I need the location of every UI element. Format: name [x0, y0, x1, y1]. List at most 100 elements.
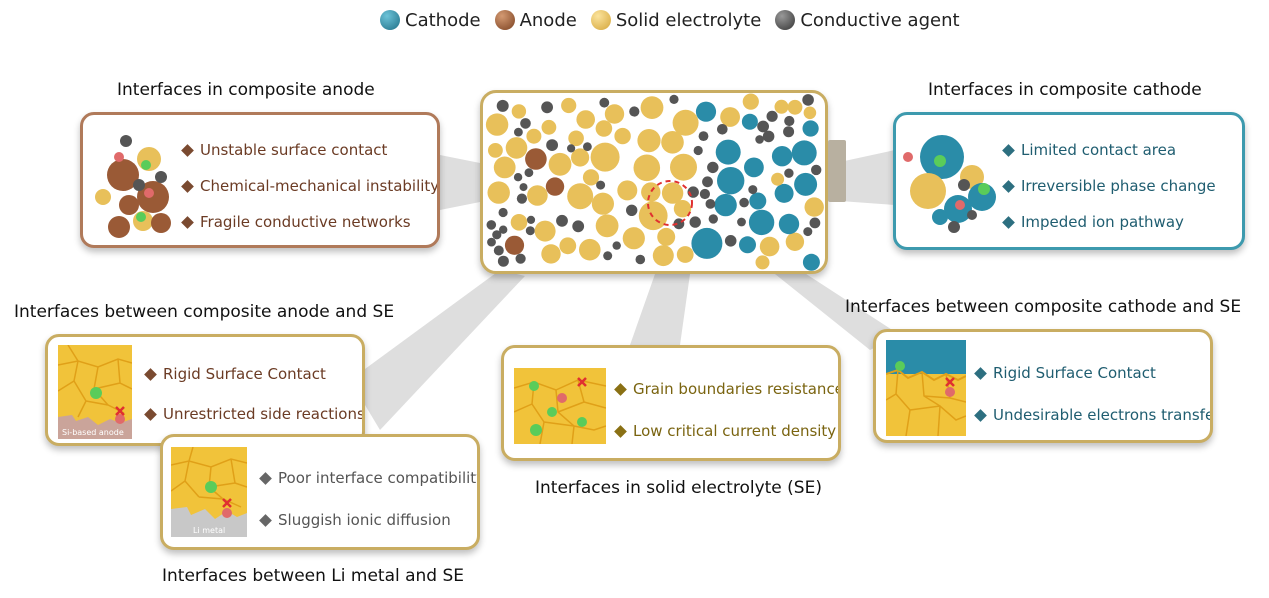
legend-label: Anode [519, 9, 577, 31]
battery-particle [771, 172, 785, 186]
legend-item-agent: Conductive agent [775, 9, 960, 31]
battery-particle [561, 97, 577, 114]
diamond-bullet-icon [614, 424, 627, 438]
diamond-bullet-icon [144, 367, 157, 381]
battery-particle [748, 209, 775, 236]
battery-cell [480, 90, 828, 274]
battery-particle [717, 167, 745, 195]
battery-particle [803, 227, 813, 237]
li-se-grain-image: Li metal [170, 446, 248, 537]
battery-particle [614, 127, 631, 145]
battery-particle [739, 197, 749, 208]
grain-pattern [513, 377, 607, 445]
battery-particle [757, 120, 769, 133]
battery-particle [640, 96, 664, 119]
legend-label: Conductive agent [800, 9, 960, 31]
battery-particle [499, 225, 508, 234]
battery-particle [669, 94, 679, 104]
cathode-swatch-icon [380, 10, 400, 30]
cathode-se-grain-image [885, 340, 967, 437]
battery-particle [802, 120, 819, 137]
cathode-item: Impeded ion pathway [1002, 213, 1184, 231]
diamond-bullet-icon [1002, 215, 1015, 229]
battery-particle [511, 104, 527, 119]
battery-particle [487, 181, 510, 204]
li-se-item: Sluggish ionic diffusion [259, 511, 451, 529]
se-item: Grain boundaries resistance [614, 380, 838, 398]
battery-particle [487, 237, 496, 247]
battery-particle [514, 127, 523, 137]
battery-particle [486, 220, 497, 230]
anode-se-title: Interfaces between composite anode and S… [14, 302, 395, 322]
battery-particle [672, 109, 699, 136]
legend: Cathode Anode Solid electrolyte Conducti… [380, 6, 960, 34]
battery-particle [582, 169, 600, 186]
grain-pattern [57, 344, 133, 439]
grain-pattern [885, 340, 967, 437]
battery-particle [809, 217, 821, 229]
battery-particle [545, 177, 565, 196]
battery-particle [629, 106, 640, 117]
battery-particle [541, 101, 553, 114]
legend-item-anode: Anode [494, 9, 577, 31]
battery-particle [787, 99, 803, 115]
battery-particle [516, 193, 527, 204]
battery-particle [766, 110, 778, 122]
cathode-item: Irreversible phase change [1002, 177, 1216, 195]
beam-cathode-se [770, 270, 900, 350]
battery-particle [579, 238, 601, 261]
battery-particle [717, 124, 728, 135]
cathode-se-item: Rigid Surface Contact [974, 364, 1156, 382]
se-grain-image [513, 368, 607, 445]
battery-particle [661, 182, 684, 204]
battery-particle [525, 226, 535, 236]
battery-particle [737, 217, 746, 227]
battery-particle [742, 93, 759, 110]
battery-particle [596, 180, 606, 190]
battery-particle [673, 200, 692, 218]
battery-particle [714, 193, 737, 217]
battery-particle [556, 214, 568, 227]
battery-particle [590, 142, 620, 172]
battery-particle [739, 236, 756, 254]
battery-particle [541, 244, 561, 264]
battery-particle [546, 139, 558, 151]
battery-particle [534, 220, 556, 242]
legend-label: Cathode [405, 9, 481, 31]
battery-particle [705, 199, 716, 209]
battery-particle [498, 207, 508, 218]
battery-terminal [828, 140, 846, 202]
battery-particle [803, 106, 817, 120]
battery-particle [689, 216, 701, 228]
battery-particle [794, 172, 818, 196]
battery-particle [571, 148, 590, 167]
battery-particle [702, 176, 713, 188]
battery-particle [785, 232, 805, 251]
se-item: Low critical current density [614, 422, 836, 440]
battery-particle [652, 245, 674, 267]
grain-pattern [170, 446, 248, 537]
battery-particle [783, 126, 795, 138]
cathode-se-box: Rigid Surface Contact Undesirable electr… [873, 329, 1213, 443]
battery-particle [744, 157, 764, 178]
battery-particle [811, 164, 822, 176]
diamond-bullet-icon [259, 471, 272, 485]
battery-particle [749, 192, 767, 210]
battery-particle [492, 230, 502, 240]
battery-particle [707, 161, 719, 174]
battery-particle [525, 148, 547, 170]
battery-particle [496, 99, 509, 112]
anode-item: Unstable surface contact [181, 141, 387, 159]
diamond-bullet-icon [974, 408, 987, 422]
diamond-bullet-icon [974, 366, 987, 380]
battery-particle [774, 183, 794, 203]
battery-particle [661, 131, 684, 154]
battery-particle [635, 254, 646, 265]
cathode-box: Limited contact area Irreversible phase … [893, 112, 1245, 250]
battery-particle [515, 253, 526, 264]
battery-particle [724, 235, 737, 247]
cathode-se-item: Undesirable electrons transfer [974, 406, 1210, 424]
cathode-se-title: Interfaces between composite cathode and… [845, 297, 1242, 317]
battery-particle [520, 118, 531, 129]
diamond-bullet-icon [181, 179, 194, 193]
